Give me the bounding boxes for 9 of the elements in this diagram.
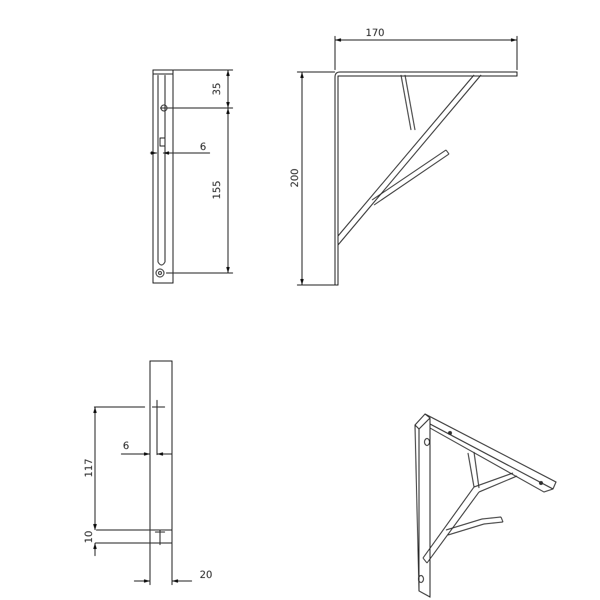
- dimension-label: 6: [122, 442, 130, 452]
- dimension-label: 35: [213, 82, 223, 96]
- dimension-label: 6: [200, 143, 206, 153]
- dimension-label: 170: [365, 29, 385, 39]
- dimension-label: 10: [85, 530, 95, 544]
- dimension-label: 20: [200, 571, 212, 581]
- dimension-label: 155: [213, 180, 223, 200]
- dimension-label: 117: [85, 458, 95, 478]
- dimension-label: 200: [291, 168, 301, 188]
